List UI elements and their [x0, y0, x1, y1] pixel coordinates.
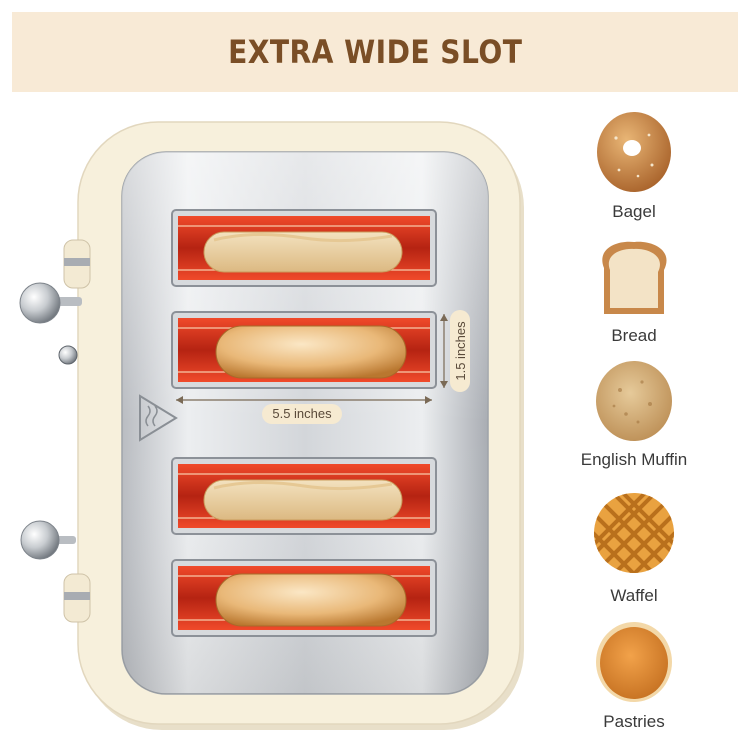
- height-dimension: 1.5 inches: [440, 310, 470, 392]
- food-label: Waffel: [610, 586, 658, 605]
- waffle-icon: [594, 493, 674, 573]
- bagel-icon: [597, 112, 671, 192]
- lever-bottom: [63, 573, 91, 623]
- food-label: English Muffin: [580, 450, 688, 469]
- food-item-english-muffin: English Muffin: [560, 360, 708, 470]
- title-banner: EXTRA WIDE SLOT: [12, 12, 738, 92]
- bread-icon: [602, 241, 667, 314]
- food-item-waffle: Waffel: [560, 488, 708, 606]
- heat-warning-icon: [139, 394, 178, 442]
- width-label: 5.5 inches: [272, 406, 332, 421]
- height-label: 1.5 inches: [453, 321, 468, 381]
- pastry-icon: [596, 622, 672, 702]
- banner-title: EXTRA WIDE SLOT: [227, 33, 523, 71]
- width-dimension: 5.5 inches: [176, 396, 432, 424]
- english-muffin-icon: [596, 361, 672, 441]
- lever-top: [63, 239, 91, 289]
- food-item-bagel: Bagel: [560, 110, 708, 222]
- food-label: Bread: [611, 326, 657, 345]
- food-item-bread: Bread: [560, 238, 708, 346]
- food-label: Bagel: [612, 202, 656, 221]
- food-list: Bagel Bread English Muffin Waffel: [560, 100, 750, 750]
- food-label: Pastries: [603, 712, 665, 731]
- food-item-pastries: Pastries: [560, 620, 708, 732]
- toaster-image: 5.5 inches 1.5 inches: [0, 100, 540, 750]
